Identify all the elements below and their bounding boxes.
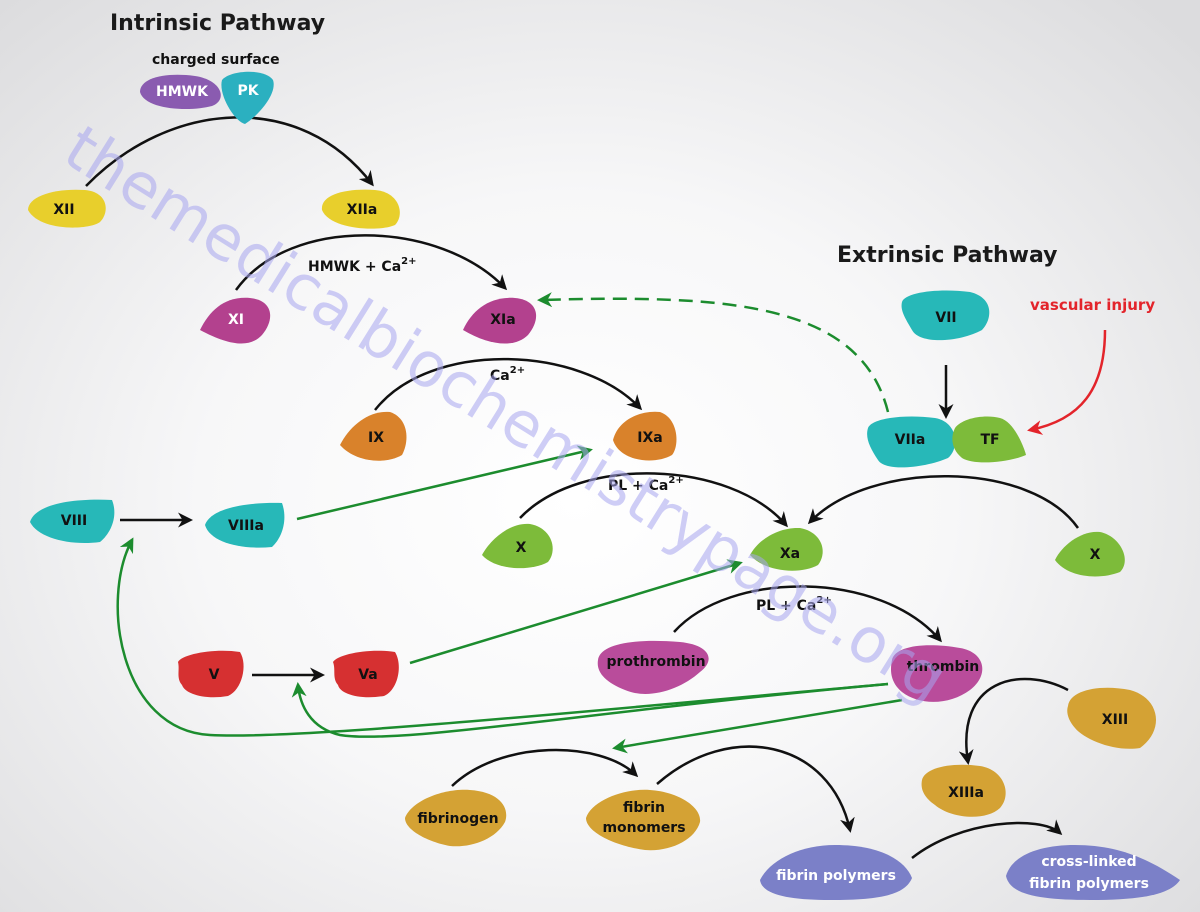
node-va: Va xyxy=(333,650,399,698)
svg-text:VII: VII xyxy=(935,310,956,326)
svg-text:V: V xyxy=(209,667,220,683)
svg-text:monomers: monomers xyxy=(602,820,685,836)
arrow-viia-to-xia-dashed xyxy=(537,292,890,413)
arrow-injury-to-tf xyxy=(1027,329,1107,435)
svg-text:prothrombin: prothrombin xyxy=(606,654,705,670)
svg-text:Xa: Xa xyxy=(780,546,800,562)
svg-text:fibrinogen: fibrinogen xyxy=(417,811,498,827)
charged-surface-label: charged surface xyxy=(152,52,280,68)
node-xi: XI xyxy=(200,297,271,344)
svg-text:XI: XI xyxy=(228,312,244,328)
svg-text:XIIIa: XIIIa xyxy=(948,785,984,801)
node-crosslinked-fibrin-polymers: cross-linked fibrin polymers xyxy=(1006,845,1180,900)
cofactor-hmwk-ca: HMWK + Ca2+ xyxy=(308,256,416,275)
svg-text:cross-linked: cross-linked xyxy=(1041,854,1136,870)
cofactor-pl-ca-1: PL + Ca2+ xyxy=(608,475,684,494)
arrow-prothrombin-to-thrombin xyxy=(673,585,942,643)
svg-text:VIII: VIII xyxy=(61,513,87,529)
arrow-va-to-xa xyxy=(409,559,743,665)
svg-text:IXa: IXa xyxy=(637,430,662,446)
node-v: V xyxy=(178,650,244,698)
svg-text:HMWK: HMWK xyxy=(156,84,209,100)
node-xiiia: XIIIa xyxy=(921,764,1006,817)
arrow-polymers-to-crosslinked xyxy=(911,819,1063,859)
svg-text:TF: TF xyxy=(980,432,999,448)
svg-text:Va: Va xyxy=(358,667,378,683)
svg-text:XIa: XIa xyxy=(490,312,515,328)
svg-text:XIII: XIII xyxy=(1102,712,1128,728)
node-thrombin: thrombin xyxy=(891,645,983,702)
svg-text:PK: PK xyxy=(237,83,259,99)
node-ixa: IXa xyxy=(613,411,677,461)
node-xiii: XIII xyxy=(1067,687,1157,749)
svg-text:X: X xyxy=(516,540,527,556)
intrinsic-pathway-title: Intrinsic Pathway xyxy=(110,11,325,36)
arrow-x-to-xa xyxy=(519,472,788,528)
node-fibrin-polymers: fibrin polymers xyxy=(760,845,912,900)
arrow-monomers-to-polymers xyxy=(656,745,855,833)
svg-text:thrombin: thrombin xyxy=(907,659,980,675)
cofactor-ca: Ca2+ xyxy=(490,365,525,384)
arrow-ix-to-ixa xyxy=(374,357,643,411)
node-viii: VIII xyxy=(30,499,115,544)
svg-text:VIIIa: VIIIa xyxy=(228,518,264,534)
node-vii: VII xyxy=(901,290,990,341)
arrow-thrombin-to-viii xyxy=(116,537,889,737)
node-hmwk: HMWK xyxy=(140,74,221,110)
arrow-thrombin-to-v xyxy=(291,682,889,738)
extrinsic-pathway-title: Extrinsic Pathway xyxy=(837,243,1058,268)
node-xia: XIa xyxy=(463,297,537,344)
arrow-thrombin-to-fibrinogen xyxy=(612,698,903,754)
arrow-x-right-to-xa xyxy=(807,475,1080,529)
vascular-injury-label: vascular injury xyxy=(1030,296,1155,314)
node-x-left: X xyxy=(482,523,553,569)
node-tf: TF xyxy=(952,416,1026,463)
node-fibrinogen: fibrinogen xyxy=(405,789,507,847)
node-viia: VIIa xyxy=(867,416,956,468)
arrow-viiia-to-ixa xyxy=(296,445,593,521)
svg-text:VIIa: VIIa xyxy=(895,432,926,448)
node-ix: IX xyxy=(340,411,407,461)
arrow-fibrinogen-to-monomers xyxy=(451,748,639,787)
arrow-xiii-to-xiiia xyxy=(958,677,1069,765)
node-fibrin-monomers: fibrin monomers xyxy=(586,789,701,851)
node-xii: XII xyxy=(28,189,106,228)
node-pk: PK xyxy=(221,71,274,124)
node-xiia: XIIa xyxy=(321,189,400,229)
node-x-right: X xyxy=(1055,531,1125,577)
arrow-xii-to-xiia xyxy=(85,116,374,187)
cofactor-pl-ca-2: PL + Ca2+ xyxy=(756,595,832,614)
node-prothrombin: prothrombin xyxy=(597,640,709,694)
svg-text:fibrin: fibrin xyxy=(623,800,665,816)
watermark: themedicalbiochemistrypage.org xyxy=(52,111,960,716)
node-viiia: VIIIa xyxy=(205,502,285,548)
svg-text:fibrin polymers: fibrin polymers xyxy=(1029,876,1149,892)
node-xa: Xa xyxy=(750,527,823,571)
svg-text:XII: XII xyxy=(53,202,74,218)
svg-text:fibrin polymers: fibrin polymers xyxy=(776,868,896,884)
svg-text:IX: IX xyxy=(368,430,384,446)
svg-text:X: X xyxy=(1090,547,1101,563)
svg-text:XIIa: XIIa xyxy=(347,202,378,218)
arrow-xi-to-xia xyxy=(234,234,508,291)
